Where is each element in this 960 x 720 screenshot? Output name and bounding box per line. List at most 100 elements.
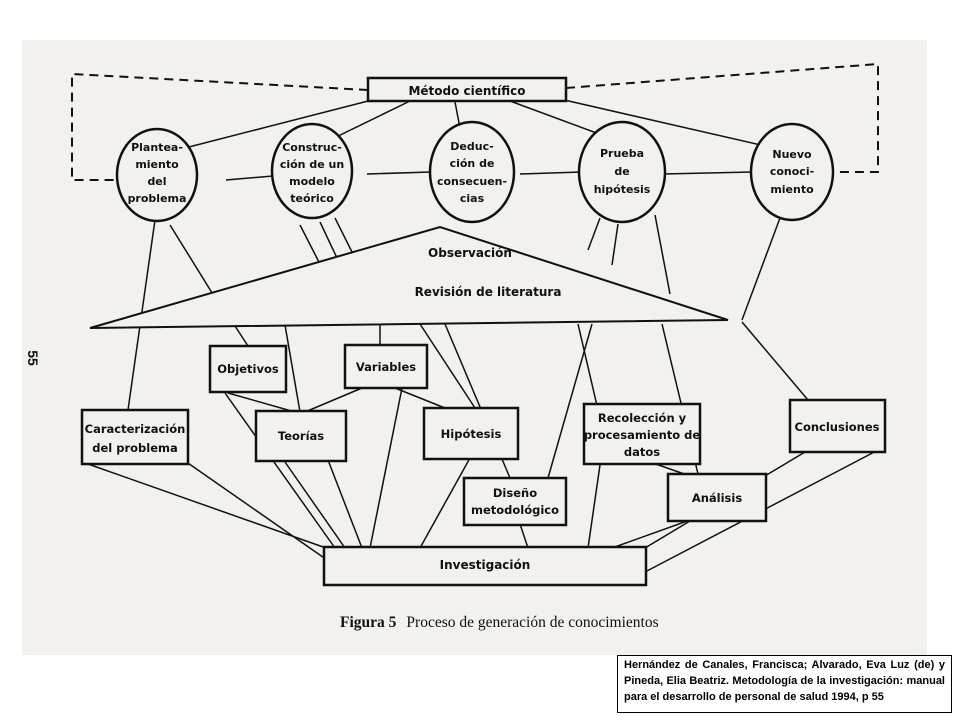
svg-text:problema: problema	[128, 192, 187, 205]
circle-construccion	[270, 122, 354, 220]
objetivos-label: Objetivos	[217, 362, 279, 376]
connector	[299, 224, 322, 267]
connector	[394, 387, 446, 409]
box-teorias	[254, 409, 348, 463]
circle-deduccion	[428, 120, 516, 224]
box-conclusiones	[788, 398, 887, 454]
connector	[184, 460, 331, 563]
page-number: 55	[24, 350, 41, 366]
diseno-label-1: Diseño	[493, 486, 537, 500]
connector	[611, 223, 619, 266]
svg-text:Plantea-: Plantea-	[131, 141, 183, 154]
svg-text:consecuen-: consecuen-	[437, 175, 507, 188]
caracterizacion-label-2: del problema	[92, 441, 178, 455]
connector	[419, 323, 476, 409]
circles	[115, 120, 835, 224]
connector	[327, 459, 363, 549]
recoleccion-label-1: Recolección y	[598, 411, 687, 425]
connector	[519, 171, 583, 175]
connector	[369, 387, 403, 549]
connector	[519, 523, 529, 549]
connector	[184, 99, 373, 149]
svg-text:hipótesis: hipótesis	[594, 183, 651, 196]
connector	[654, 214, 671, 295]
connector	[741, 321, 809, 401]
observation-triangle	[89, 225, 729, 329]
connector	[741, 217, 781, 321]
circle-planteamiento	[115, 127, 199, 223]
feedback-line-left	[71, 72, 369, 181]
citation-box: Hernández de Canales, Francisca; Alvarad…	[617, 655, 952, 713]
circle-prueba	[577, 120, 667, 224]
diseno-label-2: metodológico	[471, 503, 559, 517]
box-recoleccion	[582, 402, 702, 466]
svg-text:ción de: ción de	[450, 157, 495, 170]
connector	[509, 100, 611, 139]
recoleccion-label-2: procesamiento de	[584, 428, 701, 442]
connector	[334, 217, 353, 253]
svg-text:Construc-: Construc-	[282, 141, 342, 154]
hipotesis-label: Hipótesis	[441, 427, 502, 441]
connector	[577, 323, 599, 411]
connector	[284, 324, 301, 413]
svg-text:Deduc-: Deduc-	[450, 140, 493, 153]
box-diseno	[462, 476, 568, 527]
connector	[366, 171, 432, 175]
box-objetivos	[208, 344, 288, 394]
connector	[87, 463, 327, 549]
svg-text:miento: miento	[770, 183, 814, 196]
observation-label: Observación	[428, 246, 512, 260]
figure-title: Proceso de generación de conocimientos	[406, 614, 659, 631]
svg-text:modelo: modelo	[289, 175, 335, 188]
svg-text:de: de	[614, 165, 629, 178]
caracterizacion-label-1: Caracterización	[85, 422, 186, 436]
connector	[329, 100, 411, 141]
box-variables	[343, 343, 429, 390]
connector	[587, 464, 601, 549]
box-investigacion	[322, 545, 648, 587]
connector	[304, 387, 363, 413]
circle-label-prueba: Prueba de hipótesis	[594, 147, 651, 196]
connector	[284, 461, 346, 549]
connector	[169, 224, 215, 297]
connector	[227, 392, 296, 413]
svg-text:conoci-: conoci-	[770, 165, 814, 178]
svg-text:cias: cias	[460, 192, 485, 205]
circle-label-planteamiento: Plantea- miento del problema	[128, 141, 187, 205]
analisis-label: Análisis	[692, 491, 743, 505]
boxes	[80, 76, 887, 587]
connector	[547, 323, 593, 479]
conclusiones-label: Conclusiones	[795, 420, 880, 434]
box-analisis	[666, 472, 768, 523]
svg-text:Nuevo: Nuevo	[772, 148, 812, 161]
box-hipotesis	[422, 406, 520, 461]
svg-text:miento: miento	[135, 158, 179, 171]
connector	[587, 217, 601, 251]
connector	[225, 175, 274, 181]
connectors	[87, 98, 883, 573]
teorias-label: Teorías	[278, 429, 324, 443]
connector	[611, 519, 691, 549]
box-metodo	[366, 76, 568, 103]
investigacion-label: Investigación	[440, 558, 531, 572]
connector	[234, 325, 249, 347]
circle-label-deduccion: Deduc- ción de consecuen- cias	[437, 140, 507, 205]
circle-label-construccion: Construc- ción de un modelo teórico	[280, 141, 344, 205]
connector	[559, 98, 766, 147]
feedback-loop	[71, 62, 879, 181]
labels: Método científico Plantea- miento del pr…	[85, 84, 880, 572]
circle-nuevo	[749, 122, 835, 222]
connector	[224, 392, 336, 549]
variables-label: Variables	[356, 360, 416, 374]
connector	[662, 171, 753, 175]
circle-label-nuevo: Nuevo conoci- miento	[770, 148, 814, 196]
svg-text:teórico: teórico	[290, 192, 334, 205]
box-caracterizacion	[80, 408, 190, 466]
literature-label: Revisión de literatura	[415, 285, 562, 299]
recoleccion-label-3: datos	[624, 445, 660, 459]
svg-text:Prueba: Prueba	[600, 147, 644, 160]
metodo-label: Método científico	[408, 84, 525, 98]
